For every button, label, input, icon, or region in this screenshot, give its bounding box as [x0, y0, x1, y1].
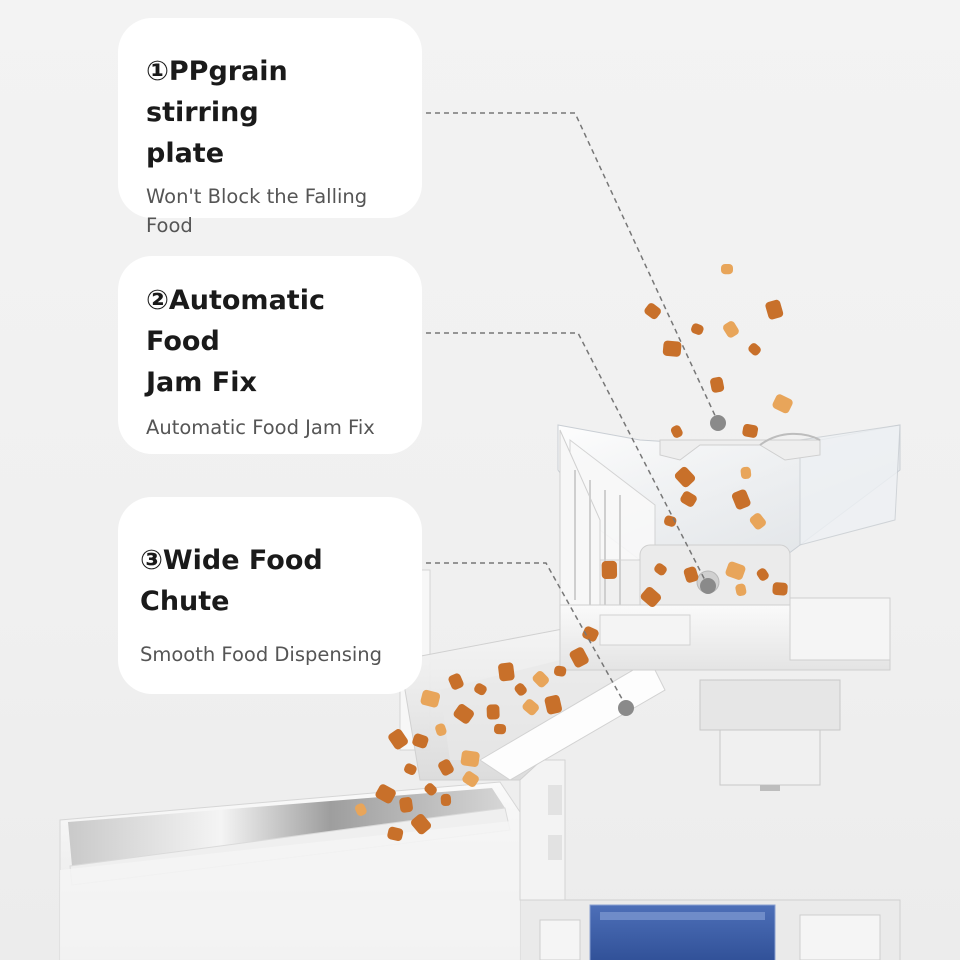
kibble-piece: [486, 704, 500, 720]
kibble-piece: [420, 689, 441, 708]
kibble-piece: [683, 566, 699, 583]
kibble-piece: [765, 299, 784, 320]
kibble-piece: [691, 323, 704, 335]
callout-subtitle: Automatic Food Jam Fix: [146, 416, 375, 439]
motor: [699, 679, 841, 791]
kibble-piece: [404, 763, 417, 775]
kibble-piece: [582, 626, 599, 642]
kibble-piece: [680, 491, 697, 507]
hopper-funnel: [557, 424, 901, 641]
kibble-piece: [388, 729, 408, 750]
kibble-piece: [493, 723, 507, 735]
callout-subtitle-line: Food: [146, 214, 193, 237]
leader-dot-1: [710, 415, 726, 431]
kibble-piece: [670, 425, 683, 438]
kibble-piece: [474, 683, 487, 696]
kibble-piece: [662, 340, 682, 357]
callout-subtitle: Smooth Food Dispensing: [140, 643, 383, 666]
callout-title-line: plate: [146, 138, 225, 169]
kibble-piece: [438, 759, 454, 776]
kibble-piece: [749, 513, 766, 530]
kibble-piece: [640, 586, 662, 608]
callout-card-food-chute: ③Wide Food Chute Smooth Food Dispensing: [118, 497, 422, 694]
kibble-piece: [721, 264, 733, 275]
callout-title-line: Jam Fix: [146, 367, 257, 398]
kibble-pieces: [355, 264, 793, 842]
mechanism-housing: [559, 544, 891, 671]
stand-column: [519, 759, 566, 901]
kibble-piece: [514, 683, 527, 696]
kibble-piece: [375, 784, 396, 804]
kibble-piece: [435, 723, 447, 736]
kibble-piece: [644, 303, 661, 320]
leader-line-1: [426, 112, 719, 423]
chute-frame: [399, 569, 666, 781]
kibble-piece: [387, 826, 404, 842]
kibble-piece: [522, 699, 539, 716]
kibble-piece: [532, 671, 549, 688]
kibble-piece: [772, 582, 788, 596]
callout-title-line: ②Automatic Food: [146, 285, 325, 357]
kibble-piece: [411, 813, 432, 835]
kibble-piece: [601, 560, 618, 580]
kibble-piece: [462, 771, 479, 787]
kibble-piece: [731, 489, 751, 510]
kibble-piece: [453, 704, 474, 724]
kibble-piece: [674, 466, 696, 488]
food-bowl: [59, 781, 521, 960]
kibble-piece: [553, 665, 567, 677]
callout-title: ③Wide Food Chute: [140, 545, 323, 617]
kibble-piece: [355, 803, 367, 816]
kibble-piece: [498, 662, 515, 682]
kibble-piece: [725, 561, 746, 580]
leader-dot-3: [618, 700, 634, 716]
kibble-piece: [460, 750, 480, 767]
callout-subtitle-line: Won't Block the Falling: [146, 185, 368, 208]
base-tray: [519, 899, 901, 960]
kibble-piece: [399, 797, 413, 813]
kibble-piece: [710, 376, 725, 393]
leader-line-3: [426, 562, 627, 707]
kibble-piece: [424, 783, 437, 796]
kibble-piece: [569, 647, 589, 668]
kibble-piece: [748, 343, 761, 356]
stirring-plate: [659, 432, 821, 461]
kibble-piece: [448, 673, 464, 690]
kibble-piece: [756, 568, 769, 581]
kibble-piece: [412, 733, 429, 749]
kibble-piece: [654, 563, 667, 576]
kibble-piece: [740, 466, 752, 480]
kibble-piece: [735, 583, 747, 596]
kibble-piece: [544, 695, 562, 715]
callout-title-line: ①PPgrain stirring: [146, 56, 288, 128]
kibble-piece: [772, 394, 793, 414]
kibble-piece: [723, 321, 739, 338]
leader-dot-2: [700, 578, 716, 594]
callout-card-stirring-plate: ①PPgrain stirring plate Won't Block the F…: [118, 18, 422, 237]
kibble-piece: [742, 423, 759, 438]
callout-title: ①PPgrain stirring plate: [146, 51, 402, 174]
kibble-piece: [440, 793, 452, 807]
